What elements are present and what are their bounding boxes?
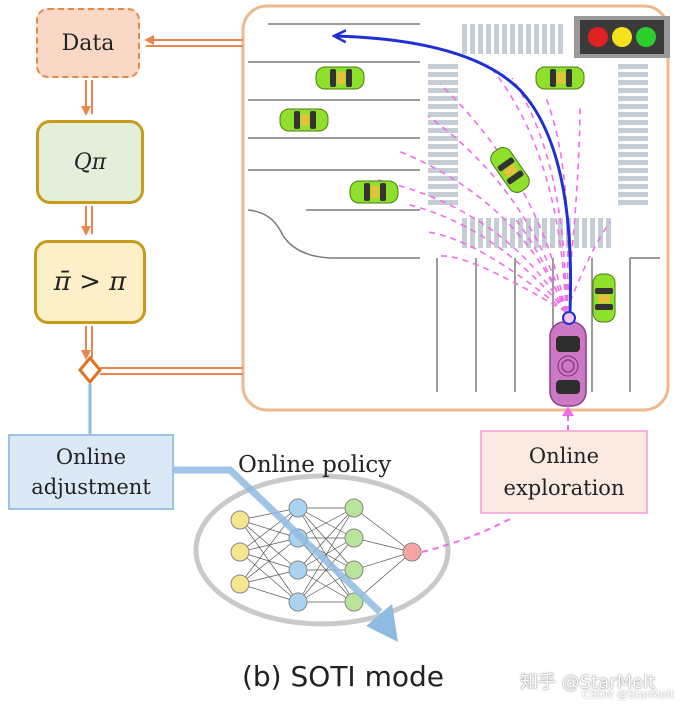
npc-car-icon xyxy=(535,66,585,90)
pipeline-arrows xyxy=(81,35,243,375)
q-value-node: Qπ xyxy=(36,120,144,204)
online-adjustment-line1: Online xyxy=(55,445,127,469)
npc-car-icon xyxy=(490,147,530,193)
watermark-csdn: CSDN @StarMelt xyxy=(582,688,675,701)
npc-car-icon xyxy=(592,273,616,323)
online-policy-label: Online policy xyxy=(238,452,392,478)
policy-improvement-label: π̄ > π xyxy=(53,267,127,297)
data-label: Data xyxy=(61,30,115,56)
policy-to-exploration xyxy=(421,517,513,553)
data-node: Data xyxy=(36,8,140,78)
adjustment-arrow xyxy=(174,466,398,642)
crosswalk-right xyxy=(618,64,648,205)
traffic-light-lamp xyxy=(612,27,632,47)
npc-car-icon xyxy=(279,108,329,132)
npc-car-icon xyxy=(349,180,399,204)
online-exploration-node: Online exploration xyxy=(480,430,648,514)
online-exploration-line2: exploration xyxy=(503,476,625,500)
q-value-label: Qπ xyxy=(73,149,107,175)
figure-caption: (b) SOTI mode xyxy=(241,660,444,693)
online-adjustment-node: Online adjustment xyxy=(8,434,174,510)
exploration-trajectories xyxy=(377,63,611,313)
planned-trajectory xyxy=(336,36,573,313)
decision-diamond xyxy=(78,355,102,385)
neural-network-icon xyxy=(193,473,451,627)
ego-car-icon xyxy=(549,321,587,407)
watermark-zhihu: 知乎 @StarMelt xyxy=(520,672,656,693)
online-adjustment-line2: adjustment xyxy=(31,475,151,499)
traffic-light-lamp xyxy=(636,27,656,47)
online-exploration-line1: Online xyxy=(528,444,600,468)
policy-improvement-node: π̄ > π xyxy=(34,240,146,324)
traffic-light-lamp xyxy=(588,27,608,47)
crosswalk-bottom xyxy=(462,218,611,248)
traffic-light-icon xyxy=(574,16,670,58)
npc-car-icon xyxy=(315,66,365,90)
trajectory-start-node xyxy=(562,311,576,325)
crosswalk-top xyxy=(462,24,563,54)
